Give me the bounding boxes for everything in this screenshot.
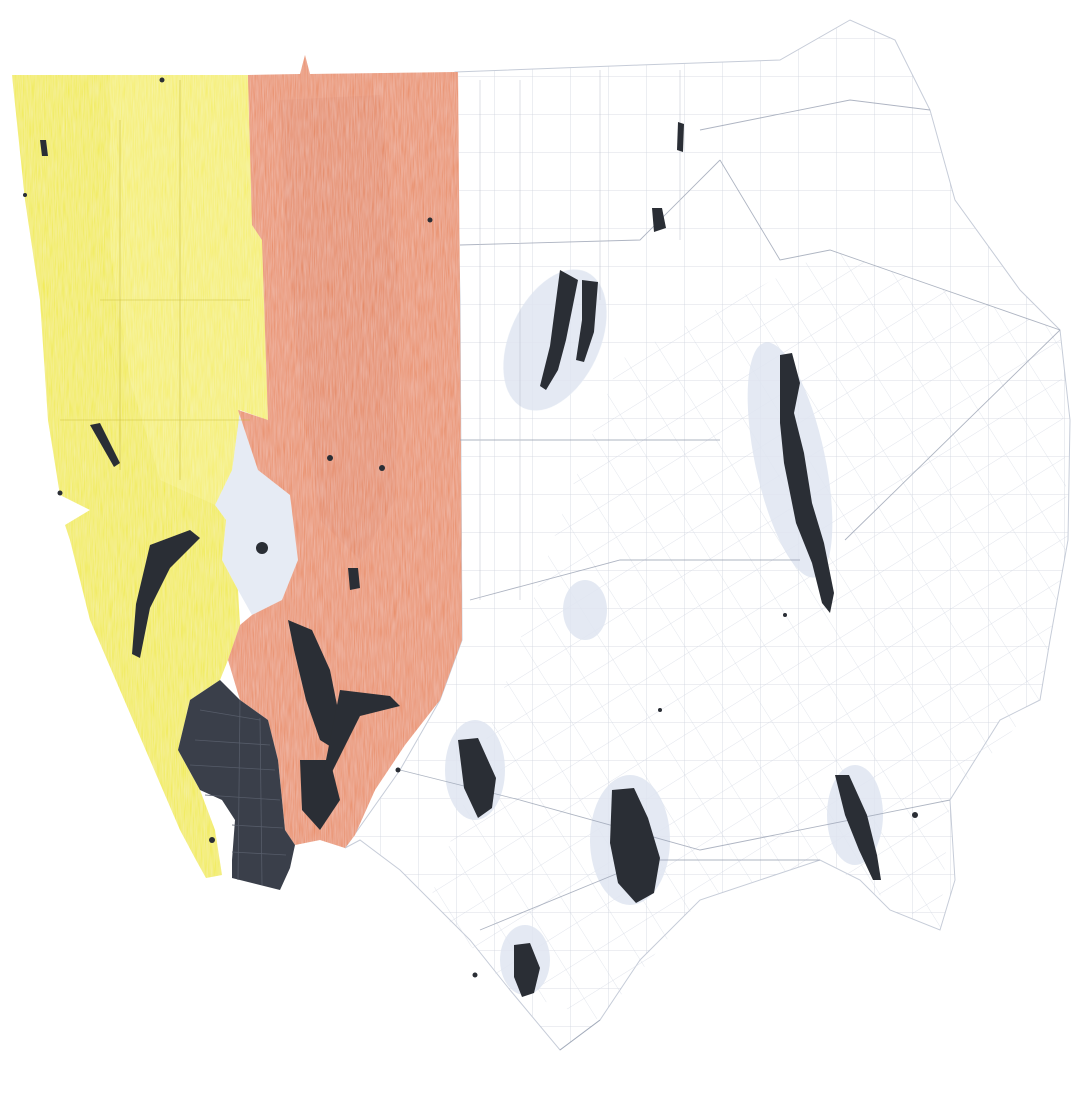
region-dark [178,680,295,890]
uncolored-diagonal-grid [430,250,1068,1020]
settlement-dots [23,77,918,997]
white-enclave [215,410,298,615]
road-lines [60,70,1061,1051]
region-uncolored [344,19,1071,1051]
orange-darker-streak [280,95,400,560]
region-yellow [12,75,268,878]
region-orange [228,55,462,848]
dark-zone [178,680,295,890]
yellow-lighter-band [110,75,268,505]
